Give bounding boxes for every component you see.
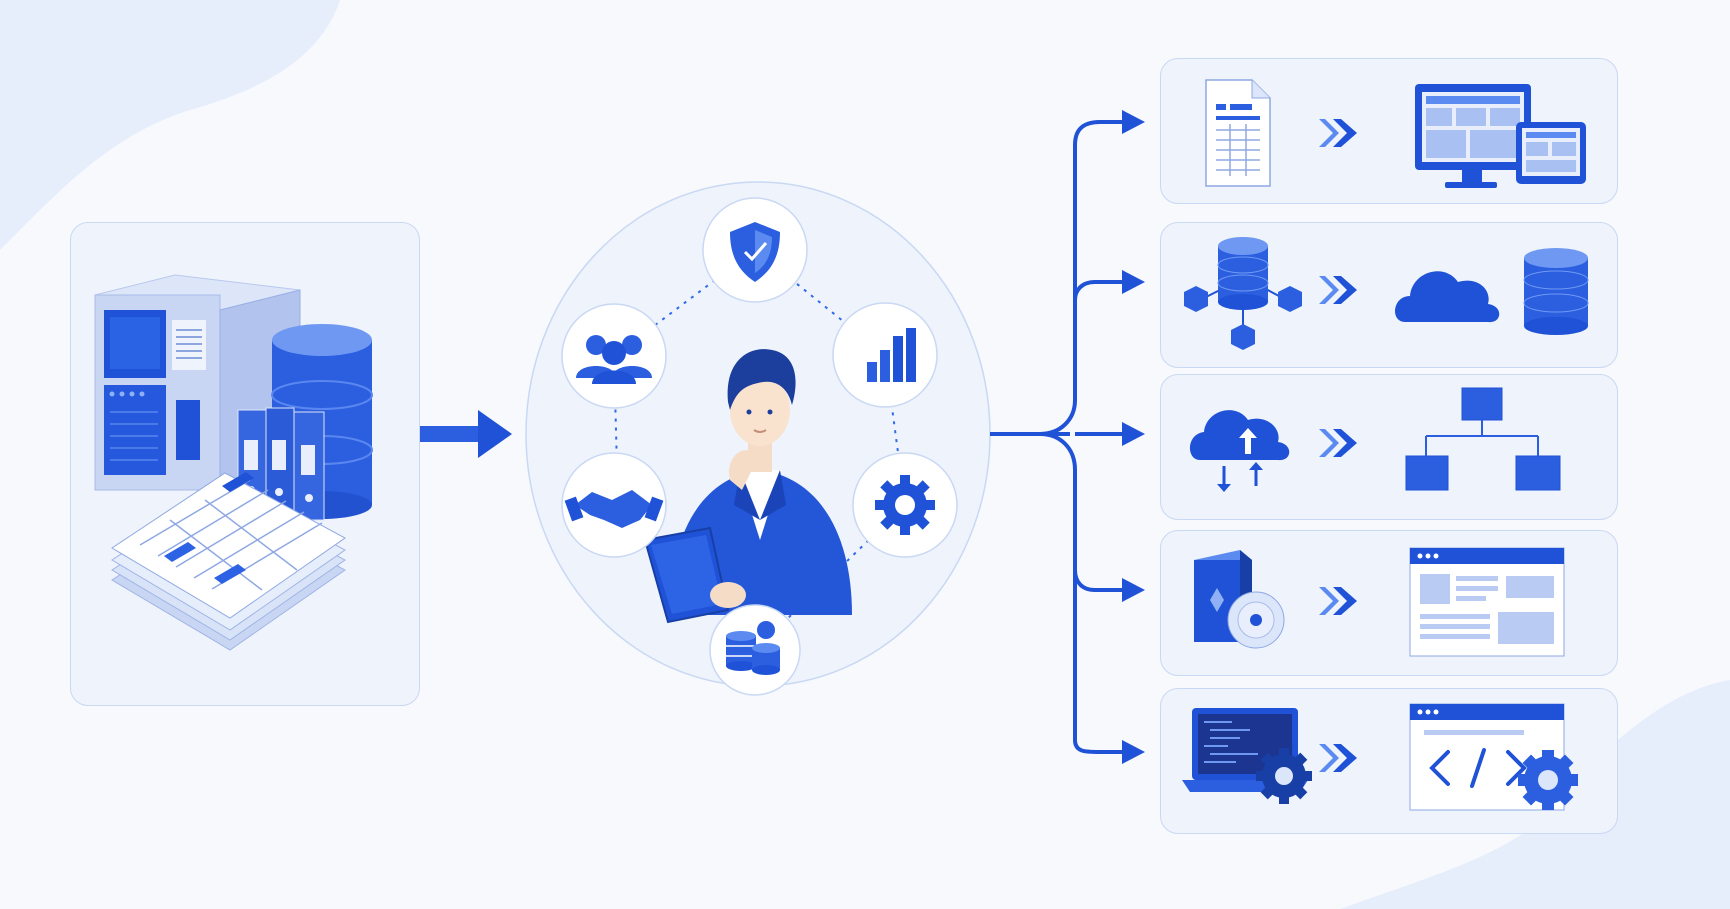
cloud-sync-icon	[1189, 410, 1290, 492]
laptop-code-with-gear-icon	[1182, 708, 1312, 804]
software-box-and-disc-icon	[1194, 550, 1285, 649]
convert-arrow-icon	[1319, 744, 1357, 772]
code-window-with-gear-icon	[1409, 703, 1578, 811]
web-dashboard-window-icon	[1409, 547, 1565, 657]
coins-icon	[709, 604, 801, 696]
database-network-icon	[1184, 237, 1302, 350]
spreadsheet-documents-icon	[111, 472, 346, 651]
spreadsheet-document-icon	[1205, 79, 1271, 187]
convert-arrow-icon	[1319, 119, 1357, 147]
hierarchy-diagram-icon	[1405, 387, 1561, 491]
team-icon	[561, 303, 667, 409]
shield-icon	[702, 197, 808, 303]
convert-arrow-icon	[1319, 587, 1357, 615]
desktop-and-tablet-dashboard-icon	[1415, 84, 1586, 188]
bar-chart-icon	[832, 302, 938, 408]
convert-arrow-icon	[1319, 429, 1357, 457]
cloud-and-database-icon	[1394, 248, 1589, 335]
handshake-icon	[561, 452, 667, 558]
convert-arrow-icon	[1319, 276, 1357, 304]
consultant-icon	[643, 349, 852, 624]
gear-icon	[852, 452, 958, 558]
